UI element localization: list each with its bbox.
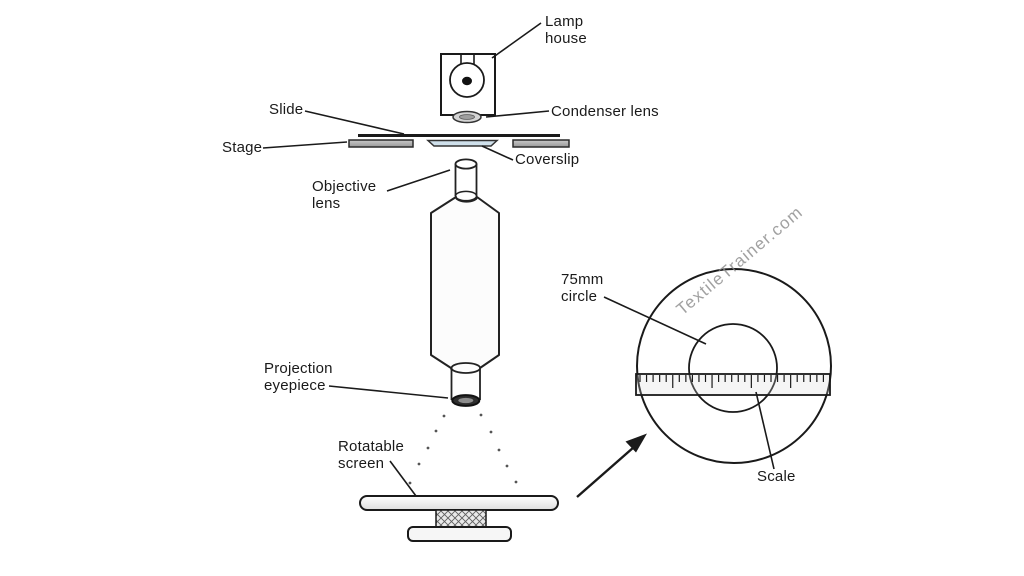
projection-eyepiece-label: Projection eyepiece: [264, 360, 333, 394]
screen-leader-line: [389, 460, 417, 497]
outer-circle: [636, 268, 832, 464]
screen-base: [407, 526, 512, 542]
lamp-house: [440, 53, 496, 116]
tube-body: [430, 196, 500, 374]
rotatable-screen-label: Rotatable screen: [338, 438, 405, 472]
microscope-tube: [430, 158, 500, 407]
scale-ruler-ticks: [639, 375, 831, 388]
pointer-arrow: [576, 433, 647, 498]
stage-leader-line: [262, 141, 348, 149]
coverslip-label: Coverslip: [515, 151, 580, 168]
slide-label: Slide: [269, 101, 304, 118]
eyepiece-leader-line: [328, 385, 449, 399]
scale-ruler: [635, 373, 831, 396]
lamp-house-leader-line: [491, 22, 542, 59]
objective-leader-line: [386, 169, 451, 192]
projected-view: [635, 268, 832, 464]
condenser-leader-line: [485, 110, 550, 118]
lamp-filament: [462, 76, 472, 86]
light-cone-dots: [408, 413, 518, 485]
objective-lens-cylinder: [454, 158, 478, 202]
lamp-house-label: Lamp house: [545, 13, 587, 47]
scale-leader-line: [755, 391, 775, 470]
stage-label: Stage: [222, 139, 263, 156]
rotatable-screen: [359, 495, 559, 542]
inner-75mm-circle: [688, 323, 778, 413]
coverslip-glass: [426, 139, 499, 147]
screen-disc: [359, 495, 559, 511]
condenser-lens: [452, 110, 482, 124]
stage: [348, 139, 570, 148]
scale-label: Scale: [757, 468, 796, 485]
slide-leader-line: [304, 110, 405, 135]
leader-lines: [262, 22, 775, 497]
coverslip-leader-line: [481, 145, 514, 161]
condenser-lens-label: Condenser lens: [551, 103, 659, 120]
75mm-circle-label: 75mm circle: [561, 271, 604, 305]
projection-eyepiece-cylinder: [450, 362, 482, 407]
screen-pedestal: [435, 509, 487, 529]
circle75-leader-line: [603, 296, 707, 345]
objective-lens-label: Objective lens: [312, 178, 377, 212]
